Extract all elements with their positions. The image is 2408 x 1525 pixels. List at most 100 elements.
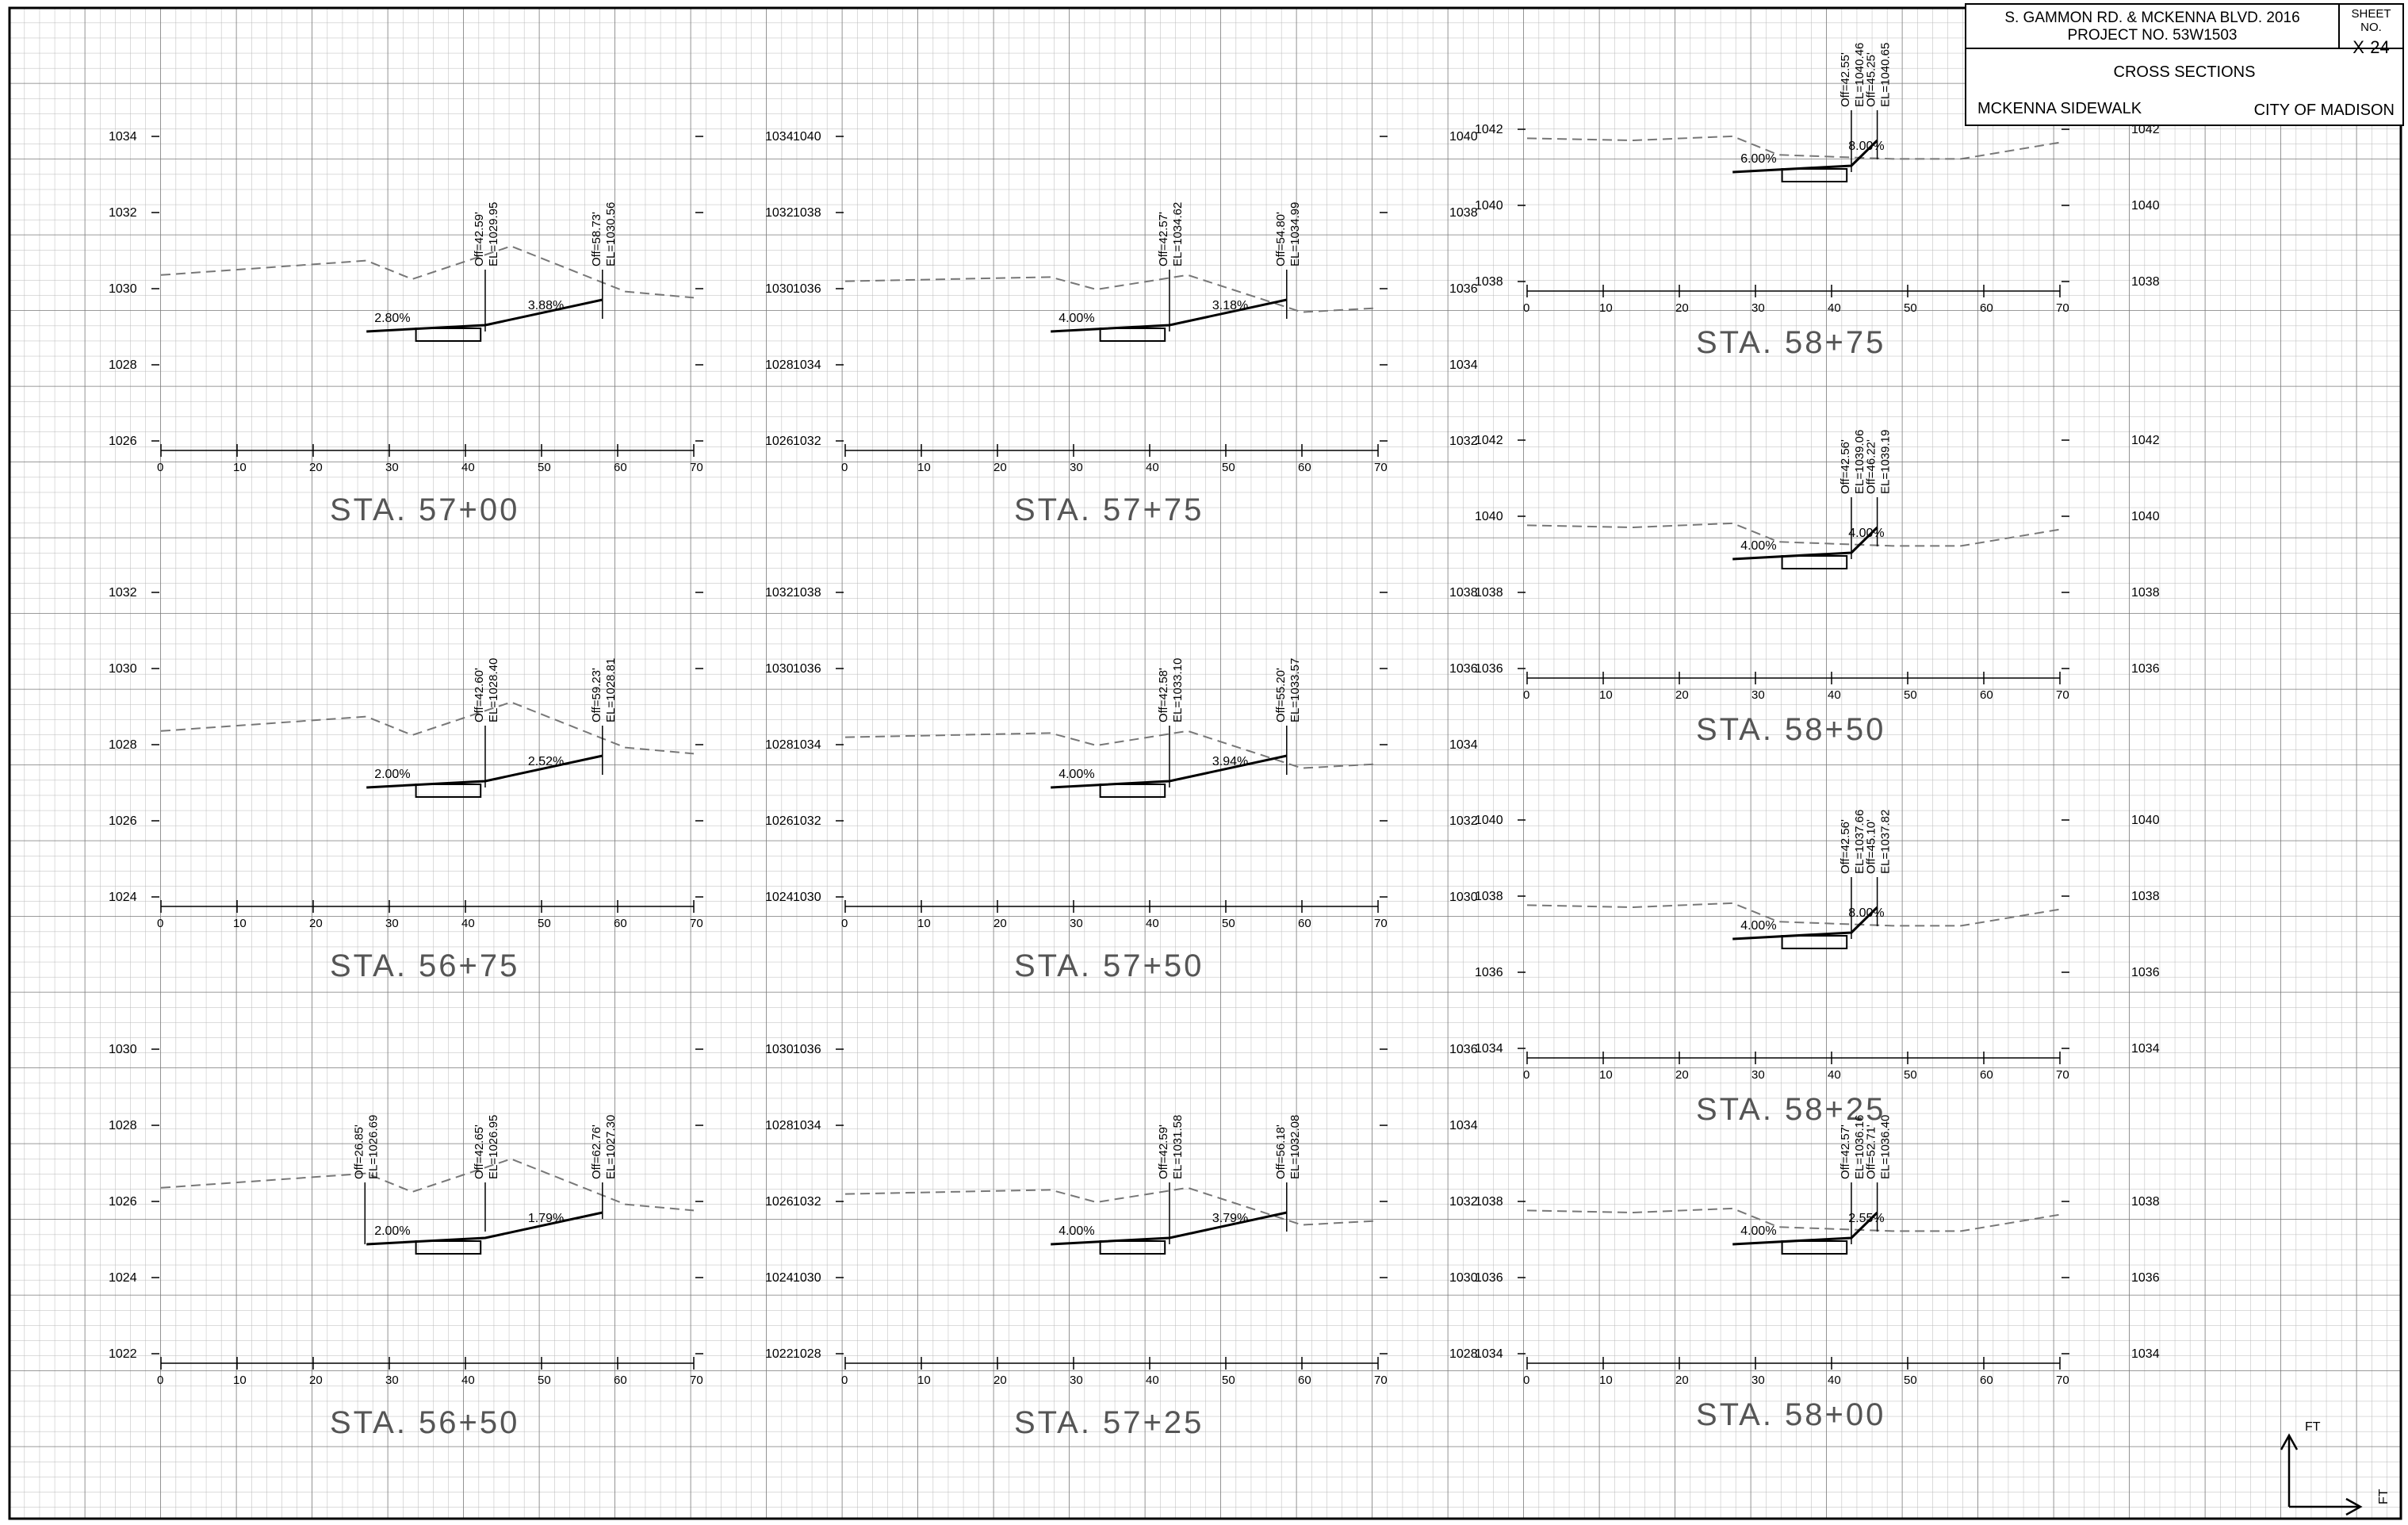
offset-tick-label: 40 [1146, 917, 1159, 930]
offset-tick-label: 60 [1298, 1374, 1311, 1387]
elevation-label-right: 1028 [765, 738, 794, 752]
callout-elevation: EL=1040.65 [1879, 43, 1893, 107]
offset-tick-label: 0 [157, 1374, 163, 1387]
sheet-title: CROSS SECTIONS [2113, 63, 2256, 81]
callout-elevation: EL=1034.62 [1171, 202, 1185, 266]
callout-elevation: EL=1026.95 [487, 1115, 500, 1179]
existing-ground-line [160, 1158, 695, 1212]
offset-tick-label: 40 [1828, 1374, 1841, 1387]
elevation-label-left: 1040 [793, 130, 821, 144]
offset-tick-label: 40 [1828, 688, 1841, 702]
offset-tick-label: 50 [1904, 688, 1917, 702]
offset-tick-label: 40 [1146, 461, 1159, 474]
existing-ground-line [160, 245, 695, 299]
existing-ground-line [844, 730, 1379, 769]
elevation-label-right: 1034 [2131, 1042, 2160, 1056]
offset-tick-label: 10 [1599, 1374, 1613, 1387]
elevation-label-left: 1022 [109, 1347, 137, 1361]
elevation-label-left: 1026 [109, 435, 137, 448]
sidewalk-section [1781, 555, 1848, 569]
callout-elevation: EL=1033.10 [1171, 658, 1185, 722]
callout-offset: Off=42.65' [473, 1125, 486, 1179]
elevation-label-right: 1028 [765, 358, 794, 372]
offset-tick-label: 20 [993, 1374, 1007, 1387]
offset-tick-label: 50 [1904, 1068, 1917, 1082]
callout-elevation: EL=1039.06 [1853, 430, 1866, 494]
offset-tick-label: 60 [614, 1374, 627, 1387]
elevation-label-right: 1028 [1449, 1347, 1478, 1361]
offset-tick-label: 50 [538, 1374, 551, 1387]
slope-label: 3.94% [1212, 755, 1248, 768]
offset-tick-label: 50 [1904, 301, 1917, 315]
elevation-label-right: 1040 [2131, 510, 2160, 523]
elevation-label-right: 1036 [2131, 1271, 2160, 1285]
offset-tick-label: 50 [1222, 461, 1235, 474]
elevation-label-left: 1030 [109, 662, 137, 676]
elevation-label-right: 1036 [2131, 966, 2160, 979]
existing-ground-line [160, 701, 695, 755]
proposed-profile [366, 1211, 603, 1246]
callout-offset: Off=42.57' [1839, 1125, 1852, 1179]
offset-tick-label: 40 [1828, 1068, 1841, 1082]
elevation-label-right: 1032 [765, 586, 794, 600]
callout-elevation: EL=1031.58 [1171, 1115, 1185, 1179]
callout-elevation: EL=1028.40 [487, 658, 500, 722]
elevation-label-right: 1038 [2131, 890, 2160, 903]
offset-tick-label: 60 [1980, 1068, 1993, 1082]
elevation-label-right: 1038 [2131, 586, 2160, 600]
elevation-label-left: 1038 [1475, 275, 1503, 289]
existing-ground-line [1526, 902, 2061, 927]
offset-tick-label: 70 [2056, 688, 2069, 702]
elevation-label-left: 1040 [1475, 199, 1503, 213]
station-label: STA. 58+00 [1696, 1397, 1885, 1432]
offset-tick-label: 60 [614, 917, 627, 930]
offset-tick-label: 70 [690, 917, 703, 930]
callout-offset: Off=54.80' [1274, 212, 1288, 266]
offset-tick-label: 70 [1374, 1374, 1388, 1387]
station-label: STA. 57+00 [330, 492, 519, 527]
offset-tick-label: 20 [993, 917, 1007, 930]
elevation-label-left: 1036 [1475, 662, 1503, 676]
offset-tick-label: 30 [1751, 301, 1765, 315]
north-arrow-right-label: FT [2377, 1489, 2391, 1504]
elevation-label-right: 1034 [1449, 1119, 1478, 1132]
elevation-label-right: 1032 [765, 206, 794, 220]
sheet-subtitle: MCKENNA SIDEWALK [1977, 100, 2142, 117]
offset-tick-label: 0 [841, 1374, 848, 1387]
elevation-label-left: 1034 [1475, 1042, 1503, 1056]
sidewalk-section [1099, 784, 1166, 798]
elevation-label-left: 1032 [109, 206, 137, 220]
callout-offset: Off=42.56' [1839, 439, 1852, 494]
elevation-label-left: 1036 [1475, 966, 1503, 979]
offset-tick-label: 30 [385, 1374, 399, 1387]
elevation-label-left: 1040 [1475, 510, 1503, 523]
callout-elevation: EL=1037.66 [1853, 810, 1866, 874]
elevation-label-right: 1038 [2131, 1195, 2160, 1209]
offset-tick-label: 20 [309, 461, 323, 474]
title-block: S. GAMMON RD. & MCKENNA BLVD. 2016 PROJE… [1965, 3, 2404, 126]
elevation-label-right: 1026 [765, 1195, 794, 1209]
offset-tick-label: 50 [538, 917, 551, 930]
elevation-label-right: 1036 [2131, 662, 2160, 676]
offset-tick-label: 0 [157, 917, 163, 930]
station-label: STA. 56+50 [330, 1405, 519, 1440]
callout-offset: Off=56.18' [1274, 1125, 1288, 1179]
slope-label: 4.00% [1740, 539, 1776, 553]
project-info: S. GAMMON RD. & MCKENNA BLVD. 2016 PROJE… [1966, 5, 2340, 49]
offset-tick-label: 10 [1599, 301, 1613, 315]
offset-tick-label: 30 [1751, 688, 1765, 702]
sidewalk-section [1099, 1240, 1166, 1255]
offset-tick-label: 40 [1828, 301, 1841, 315]
elevation-label-left: 1026 [109, 1195, 137, 1209]
elevation-label-left: 1030 [793, 891, 821, 904]
elevation-label-left: 1028 [109, 738, 137, 752]
sidewalk-section [1099, 328, 1166, 342]
sidewalk-section [415, 784, 482, 798]
elevation-label-right: 1036 [1449, 662, 1478, 676]
callout-offset: Off=46.22' [1865, 439, 1878, 494]
elevation-label-right: 1034 [1449, 358, 1478, 372]
